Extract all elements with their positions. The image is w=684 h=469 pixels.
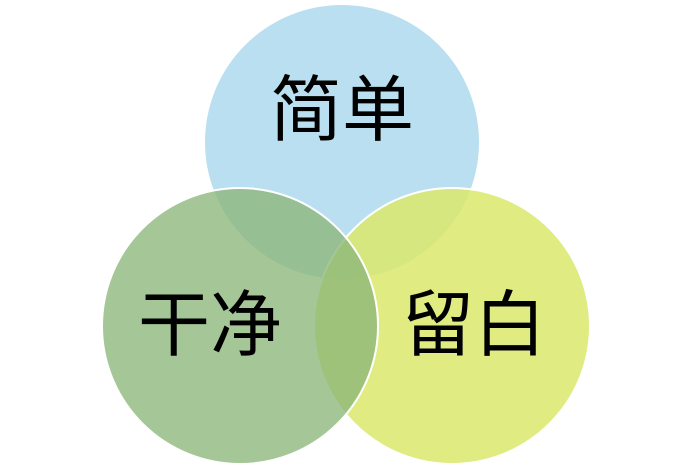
venn-label-right: 留白 — [402, 283, 546, 367]
venn-circle-left — [101, 187, 379, 465]
venn-label-top: 简单 — [270, 68, 414, 152]
venn-label-left: 干净 — [138, 283, 282, 367]
